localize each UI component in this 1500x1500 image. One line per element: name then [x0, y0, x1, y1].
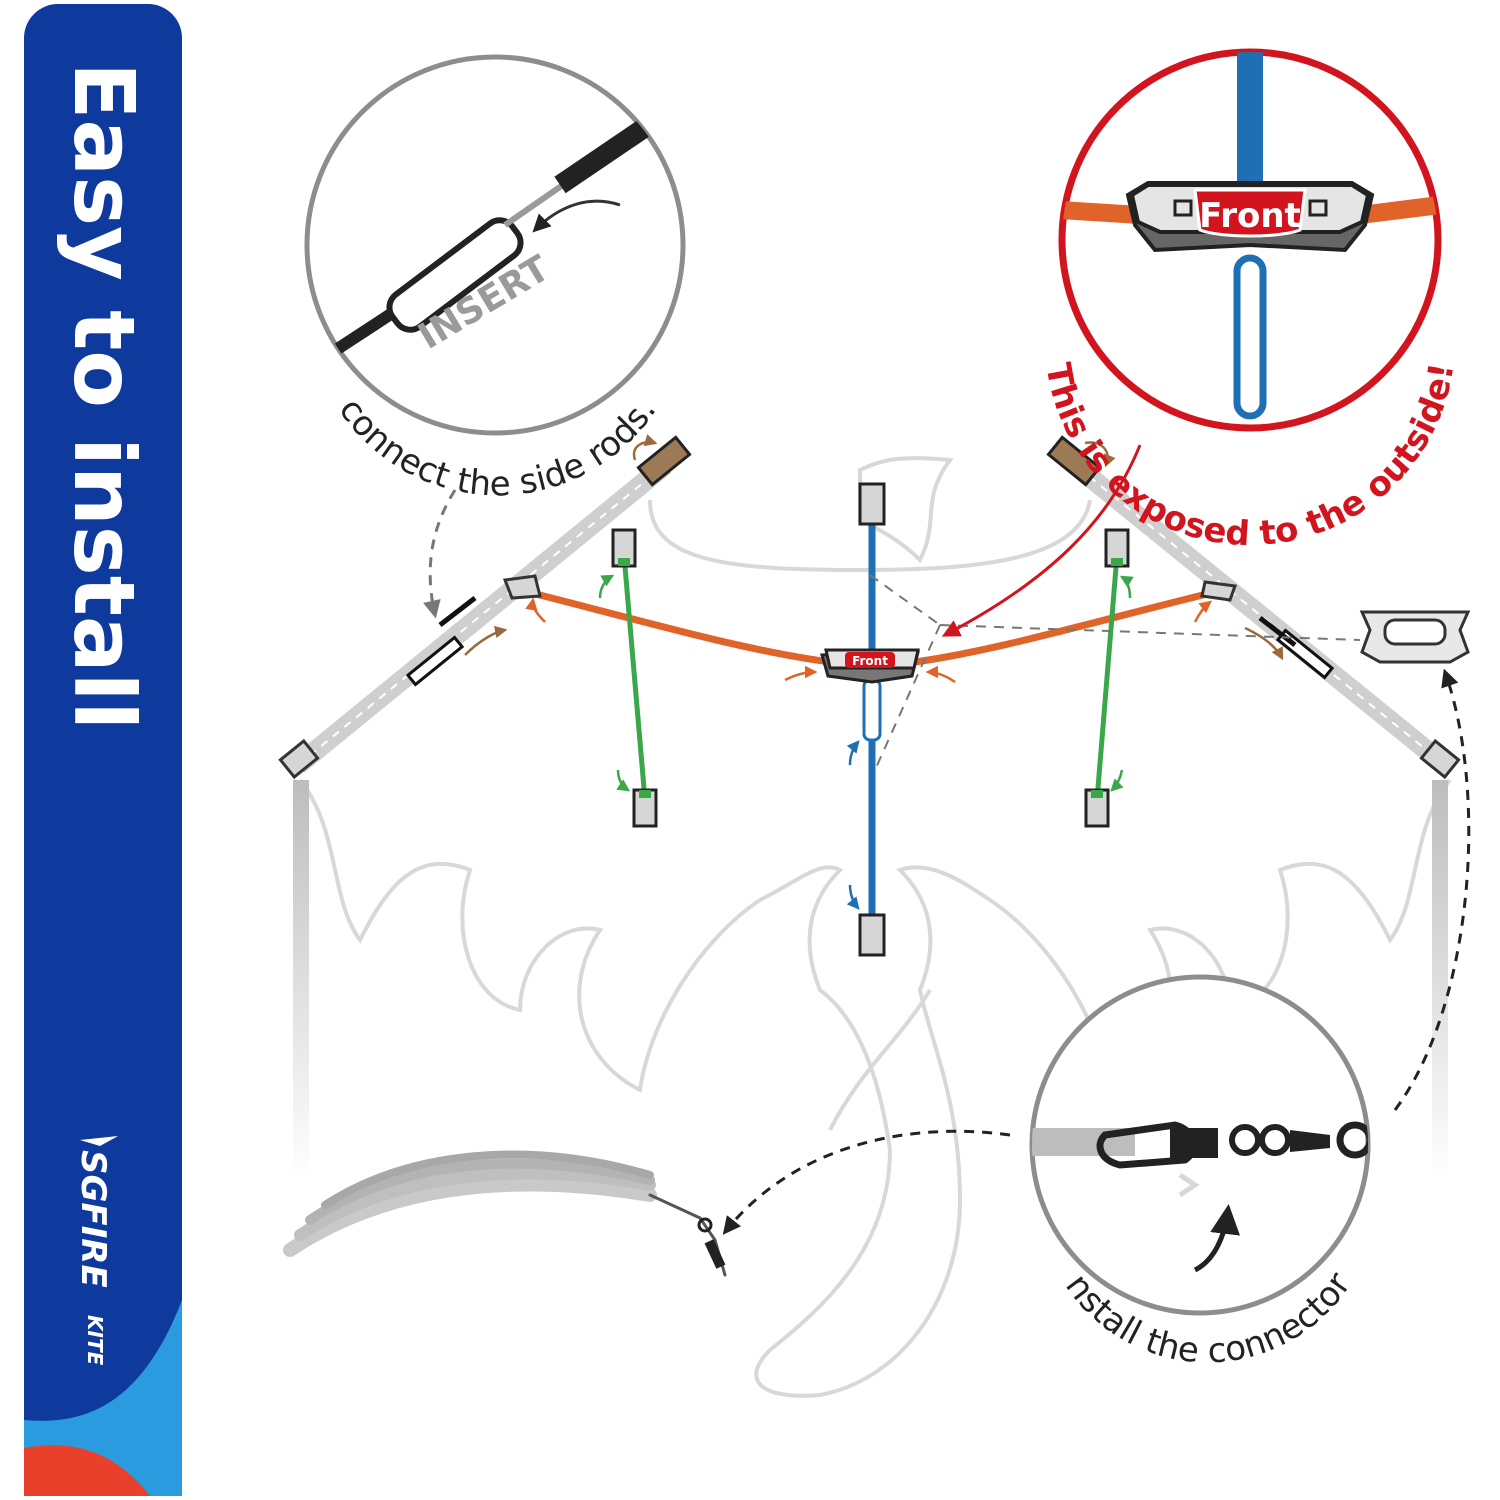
sail-right-edge — [1432, 780, 1448, 1180]
side-rod-guide-arrow — [423, 489, 457, 619]
sidebar-panel: Easy to install SGFIRE KITE — [24, 4, 182, 1496]
center-spine — [858, 482, 886, 957]
guide-lines — [869, 574, 1361, 771]
connector-to-piece-arrow — [1393, 668, 1471, 1111]
right-strut — [1084, 528, 1130, 828]
right-side-rod — [1046, 435, 1461, 780]
warning-pointer-arrow — [941, 444, 1142, 637]
left-strut — [611, 528, 658, 828]
kite-sail-outline — [298, 456, 1452, 1398]
connector-callout — [1029, 974, 1371, 1316]
brand-logo-text: SGFIRE — [73, 1150, 113, 1288]
left-side-rod — [278, 435, 692, 780]
sail-left-edge — [293, 780, 309, 1180]
cross-spar — [502, 574, 1238, 666]
kite-tail-streamers — [283, 1150, 727, 1277]
sidebar-title: Easy to install — [55, 62, 153, 730]
front-callout: Front — [1058, 48, 1442, 432]
connector-to-tail-arrow — [722, 1129, 1011, 1235]
brand-sub-text: KITE — [83, 1315, 107, 1366]
spare-connector-piece — [1359, 610, 1471, 664]
front-label: Front — [1199, 196, 1301, 236]
center-connector: Front — [820, 648, 920, 684]
motion-arrows — [464, 434, 1284, 910]
insert-callout: INSERT — [304, 54, 686, 436]
center-connector-front-label: Front — [852, 654, 888, 668]
brand-logo-icon — [80, 1136, 118, 1146]
